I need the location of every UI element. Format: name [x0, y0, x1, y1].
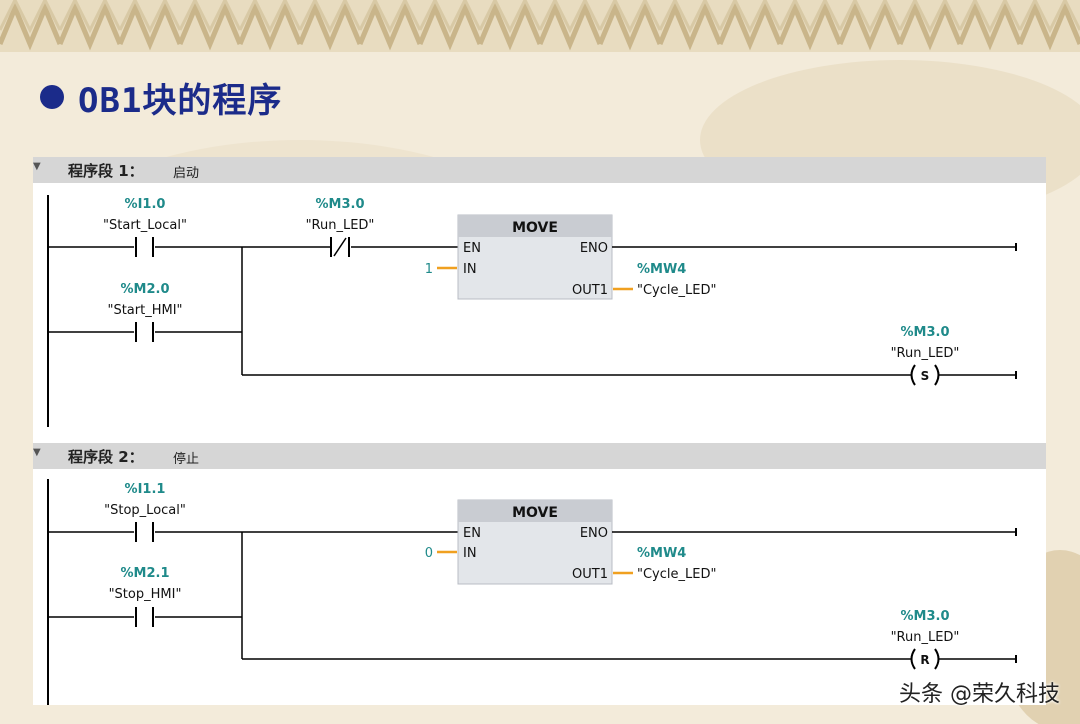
contact-tag: "Run_LED": [306, 218, 375, 233]
network-1-title: 程序段 1：: [68, 162, 144, 180]
move-eno-label: ENO: [580, 526, 608, 541]
move-en-label: EN: [463, 241, 481, 256]
contact-run-led-nc[interactable]: %M3.0 "Run_LED": [306, 197, 375, 257]
coil-address: %M3.0: [901, 609, 950, 624]
move-in-value[interactable]: 0: [425, 546, 433, 561]
bullet-icon: [40, 85, 64, 109]
move-out-label: OUT1: [572, 567, 608, 582]
coil-reset-run-led[interactable]: %M3.0 "Run_LED" R: [891, 609, 960, 670]
ladder-diagram-panel: ▼ 程序段 1： 启动 ▼ 程序段 2： 停止 %I1.0 "Start_Loc…: [33, 157, 1046, 705]
move-out-label: OUT1: [572, 283, 608, 298]
move-block-2[interactable]: MOVE EN ENO IN OUT1: [457, 499, 613, 585]
coil-tag: "Run_LED": [891, 630, 960, 645]
contact-tag: "Start_HMI": [107, 303, 182, 318]
move-name: MOVE: [512, 220, 558, 236]
move-in-value[interactable]: 1: [425, 262, 433, 277]
move-en-label: EN: [463, 526, 481, 541]
collapse-arrow-icon[interactable]: ▼: [33, 447, 41, 458]
contact-stop-local[interactable]: %I1.1 "Stop_Local": [104, 482, 186, 542]
move-eno-label: ENO: [580, 241, 608, 256]
coil-symbol: R: [920, 653, 929, 667]
network-2: %I1.1 "Stop_Local" %M2.1 "Stop_HMI" MOVE…: [47, 479, 1017, 705]
coil-address: %M3.0: [901, 325, 950, 340]
coil-set-run-led[interactable]: %M3.0 "Run_LED" S: [891, 325, 960, 386]
contact-tag: "Stop_Local": [104, 503, 186, 518]
contact-address: %I1.1: [125, 482, 166, 497]
slide-title: OB1块的程序: [40, 72, 282, 122]
move-out-tag[interactable]: "Cycle_LED": [637, 567, 716, 582]
move-out-address[interactable]: %MW4: [637, 546, 686, 561]
move-out-tag[interactable]: "Cycle_LED": [637, 283, 716, 298]
move-name: MOVE: [512, 505, 558, 521]
contact-address: %I1.0: [125, 197, 166, 212]
slide-title-text: OB1块的程序: [78, 80, 283, 121]
move-in-label: IN: [463, 262, 477, 277]
coil-symbol: S: [921, 369, 930, 383]
network-2-title: 程序段 2：: [68, 448, 144, 466]
network-2-comment: 停止: [173, 452, 200, 467]
contact-start-local[interactable]: %I1.0 "Start_Local": [103, 197, 187, 257]
collapse-arrow-icon[interactable]: ▼: [33, 161, 41, 172]
coil-tag: "Run_LED": [891, 346, 960, 361]
network-2-header[interactable]: ▼ 程序段 2： 停止: [33, 443, 1046, 469]
network-1-header[interactable]: ▼ 程序段 1： 启动: [33, 157, 1046, 183]
contact-tag: "Stop_HMI": [109, 587, 182, 602]
contact-start-hmi[interactable]: %M2.0 "Start_HMI": [107, 282, 183, 342]
network-1: %I1.0 "Start_Local" %M2.0 "Start_HMI" %M…: [47, 195, 1017, 427]
contact-address: %M2.0: [121, 282, 170, 297]
ladder-svg: %I1.0 "Start_Local" %M2.0 "Start_HMI" %M…: [47, 195, 1017, 705]
contact-address: %M2.1: [121, 566, 170, 581]
network-1-comment: 启动: [173, 166, 200, 181]
contact-address: %M3.0: [316, 197, 365, 212]
watermark: 头条 @荣久科技: [899, 682, 1060, 707]
move-out-address[interactable]: %MW4: [637, 262, 686, 277]
contact-stop-hmi[interactable]: %M2.1 "Stop_HMI": [109, 566, 182, 627]
contact-tag: "Start_Local": [103, 218, 187, 233]
move-block-1[interactable]: MOVE EN ENO IN OUT1: [457, 214, 613, 300]
move-in-label: IN: [463, 546, 477, 561]
